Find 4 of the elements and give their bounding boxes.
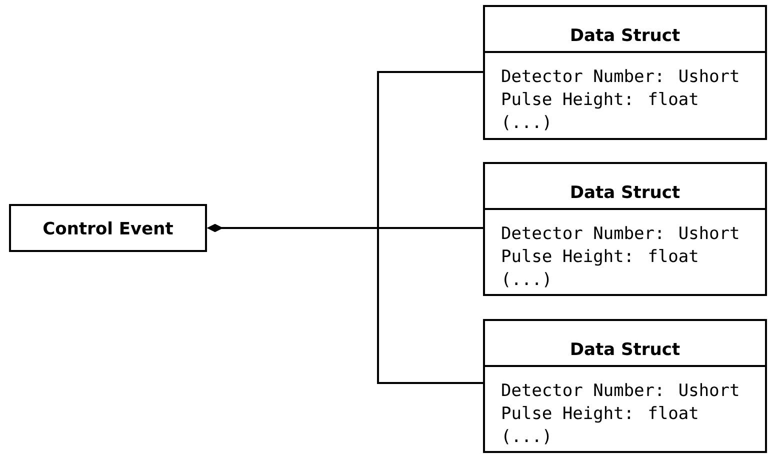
class-box: Data Struct Detector Number: Ushort Pulse Height: float (...): [483, 319, 767, 453]
class-box: Data Struct Detector Number: Ushort Pulse Height: float (...): [483, 5, 767, 140]
class-box: Data Struct Detector Number: Ushort Pulse Height: float (...): [483, 162, 767, 296]
event-box: Control Event: [9, 204, 207, 252]
